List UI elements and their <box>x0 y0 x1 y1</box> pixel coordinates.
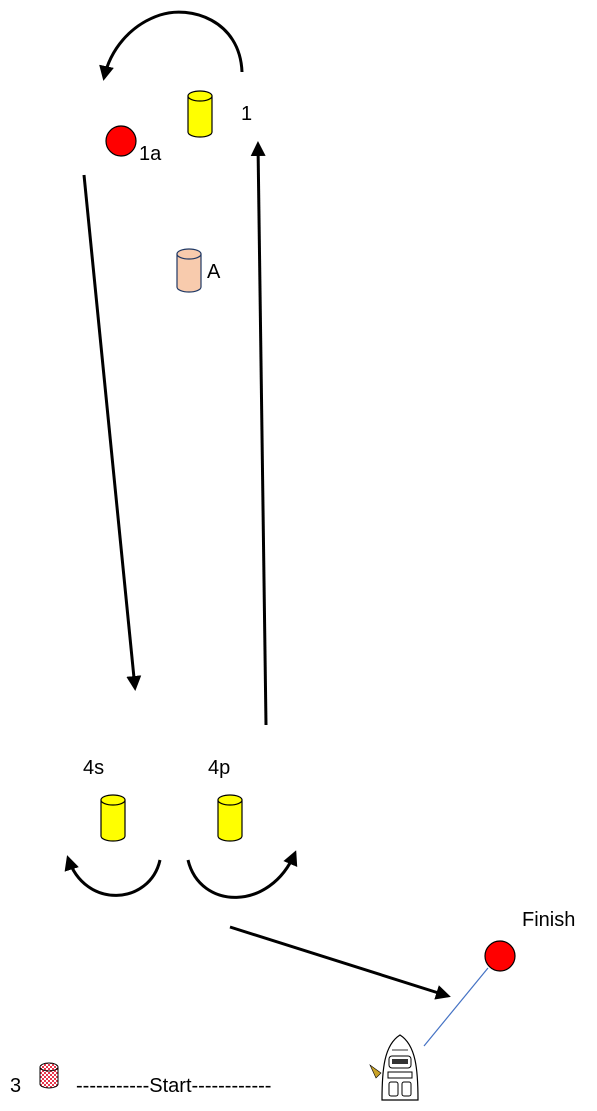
red-buoy-icon <box>105 125 137 157</box>
turn-arrow-top <box>99 10 244 81</box>
leg-arrow-up <box>250 141 268 726</box>
mark-4p-label: 4p <box>208 757 230 779</box>
yellow-buoy-icon <box>100 794 126 842</box>
mark-4s-label: 4s <box>83 757 104 779</box>
finish-arrow <box>229 925 451 1000</box>
checkered-buoy-icon <box>39 1062 59 1089</box>
start-line-label: -----------Start------------ <box>76 1075 271 1097</box>
mark-a-label: A <box>207 261 221 283</box>
mark-1a-label: 1a <box>139 143 162 165</box>
peach-buoy-icon <box>176 248 202 293</box>
mark-1-label: 1 <box>241 103 252 125</box>
turn-arrow-4s <box>64 855 162 897</box>
leg-arrow-down <box>82 174 142 691</box>
finish-label: Finish <box>522 909 575 931</box>
mark-3-label: 3 <box>10 1075 21 1097</box>
yellow-buoy-icon <box>187 90 213 138</box>
turn-arrow-4p <box>186 850 298 899</box>
boat-icon <box>369 1034 419 1101</box>
finish-line <box>423 967 489 1047</box>
yellow-buoy-icon <box>217 794 243 842</box>
red-buoy-icon <box>484 940 516 972</box>
